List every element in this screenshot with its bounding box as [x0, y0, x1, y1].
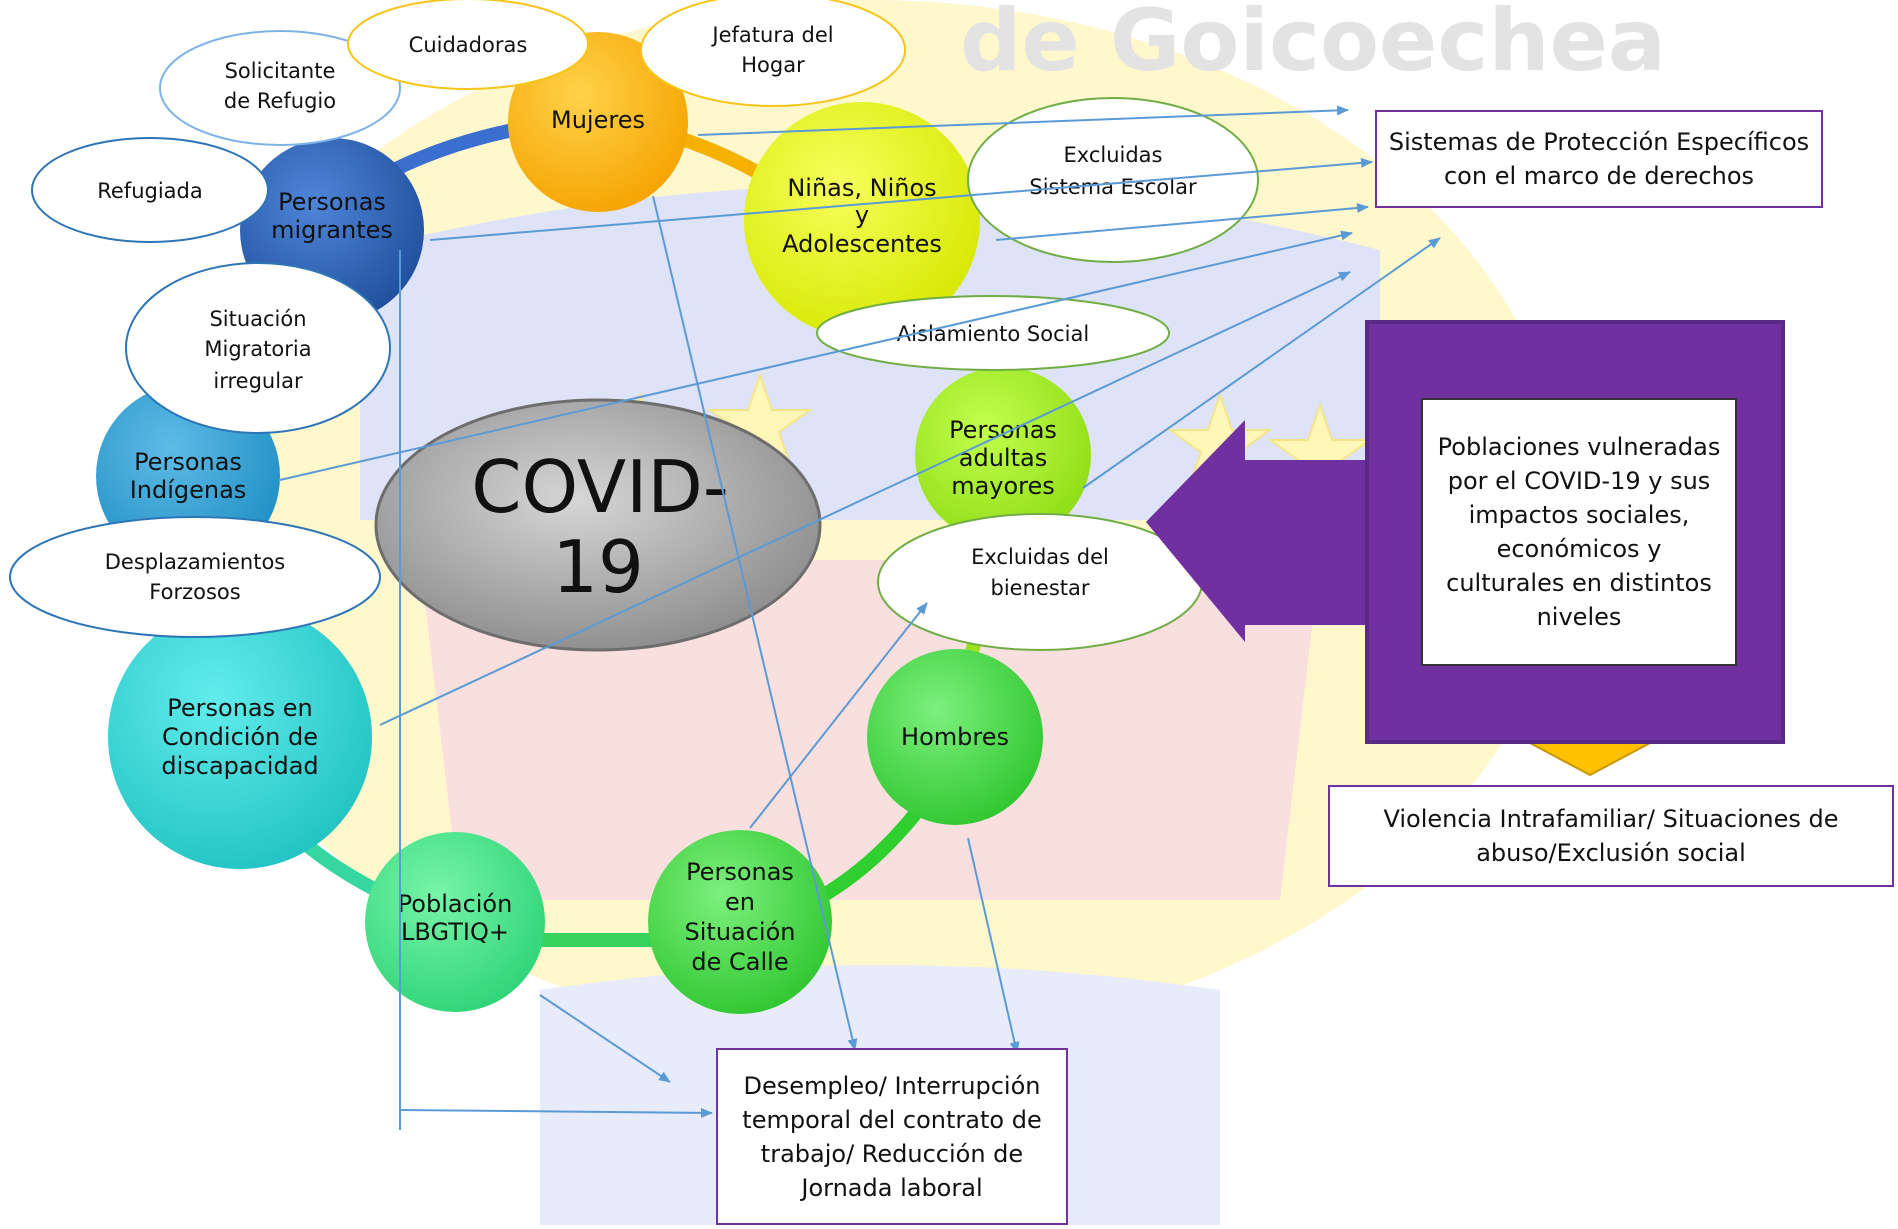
oval-solicitante: Solicitante de Refugio [159, 30, 401, 146]
label-discapacidad-3: discapacidad [161, 752, 318, 780]
poblaciones-box: Poblaciones vulneradas por el COVID-19 y… [1421, 398, 1737, 666]
label-migrantes-1: Personas [278, 188, 386, 216]
label-ninos-3: Adolescentes [782, 230, 942, 258]
poblaciones-line-4: impactos sociales, [1468, 501, 1690, 529]
label-ninos-2: y [855, 201, 869, 229]
desempleo-line-4: Jornada laboral [801, 1173, 983, 1202]
label-mujeres: Mujeres [551, 106, 645, 134]
poblaciones-line-7: niveles [1536, 603, 1622, 631]
label-cuidadoras: Cuidadoras [409, 33, 528, 57]
circle-calle: Personas en Situación de Calle [648, 830, 832, 1014]
oval-jefatura: Jefatura del Hogar [640, 0, 906, 107]
oval-desplazamientos: Desplazamientos Forzosos [9, 516, 381, 638]
label-solicitante-1: Solicitante [225, 59, 336, 83]
poblaciones-line-6: culturales en distintos [1446, 569, 1712, 597]
watermark-text: de Goicoechea [960, 0, 1666, 91]
label-jefatura-2: Hogar [741, 53, 805, 77]
sistemas-line-1: Sistemas de Protección Específicos [1388, 128, 1810, 156]
label-ninos-1: Niñas, Niños [787, 174, 936, 202]
violencia-line-1: Violencia Intrafamiliar/ Situaciones de [1383, 805, 1839, 833]
circle-lbgtiq: Población LBGTIQ+ [365, 832, 545, 1012]
desempleo-line-3: trabajo/ Reducción de [760, 1139, 1024, 1168]
label-jefatura-1: Jefatura del [710, 23, 833, 47]
label-adultas-1: Personas [949, 416, 1057, 444]
label-discapacidad-2: Condición de [162, 723, 318, 751]
label-hombres: Hombres [901, 723, 1009, 751]
desempleo-box: Desempleo/ Interrupción temporal del con… [716, 1048, 1068, 1225]
violencia-box: Violencia Intrafamiliar/ Situaciones de … [1328, 785, 1894, 887]
label-bienestar-1: Excluidas del [971, 545, 1109, 569]
poblaciones-line-3: COVID-19 y sus [1524, 467, 1711, 495]
sistemas-line-2: con el marco de derechos [1443, 162, 1755, 190]
desempleo-line-2: temporal del contrato de [742, 1105, 1042, 1134]
label-adultas-3: mayores [951, 472, 1055, 500]
label-migrantes-2: migrantes [271, 216, 393, 244]
label-migratoria-2: Migratoria [204, 337, 311, 361]
circle-ninos: Niñas, Niños y Adolescentes [744, 102, 980, 338]
poblaciones-line-2: vulneradas por el [1447, 433, 1721, 495]
sistemas-box: Sistemas de Protección Específicos con e… [1375, 110, 1823, 208]
purple-arrow [1146, 420, 1380, 642]
circle-discapacidad: Personas en Condición de discapacidad [108, 605, 372, 869]
desempleo-line-1: Desempleo/ Interrupción [743, 1071, 1041, 1100]
label-desplazamientos-1: Desplazamientos [105, 550, 286, 574]
circle-mujeres: Mujeres [508, 32, 688, 212]
circle-hombres: Hombres [867, 649, 1043, 825]
label-lbgtiq-2: LBGTIQ+ [401, 918, 509, 946]
circle-adultas-mayores: Personas adultas mayores [915, 367, 1091, 543]
oval-refugiada: Refugiada [31, 137, 269, 243]
label-desplazamientos-2: Forzosos [149, 580, 240, 604]
label-calle-1: Personas [686, 858, 794, 886]
label-solicitante-2: de Refugio [224, 89, 336, 113]
label-calle-3: Situación [685, 918, 796, 946]
label-migratoria-3: irregular [213, 369, 303, 393]
label-aislamiento: Aislamiento Social [897, 322, 1089, 346]
poblaciones-line-1: Poblaciones [1437, 433, 1580, 461]
violencia-line-2: abuso/Exclusión social [1476, 839, 1746, 867]
label-bienestar-2: bienestar [991, 576, 1090, 600]
label-calle-4: de Calle [691, 948, 788, 976]
covid-title-line2: 19 [552, 525, 644, 609]
connector-arrows [279, 105, 1441, 1118]
oval-bienestar: Excluidas del bienestar [877, 513, 1203, 651]
label-indigenas-2: Indígenas [130, 476, 247, 504]
label-calle-2: en [725, 888, 755, 916]
label-refugiada: Refugiada [97, 179, 203, 203]
label-indigenas-1: Personas [134, 448, 242, 476]
covid-center: COVID- 19 [374, 398, 822, 652]
label-discapacidad-1: Personas en [167, 694, 312, 722]
oval-migratoria: Situación Migratoria irregular [125, 262, 391, 434]
label-excluidas-escolar-1: Excluidas [1064, 143, 1163, 167]
oval-cuidadoras: Cuidadoras [347, 0, 589, 90]
label-migratoria-1: Situación [209, 307, 306, 331]
poblaciones-line-5: económicos y [1496, 535, 1662, 563]
covid-title-line1: COVID- [471, 445, 729, 529]
oval-aislamiento: Aislamiento Social [816, 295, 1170, 371]
label-lbgtiq-1: Población [398, 890, 513, 918]
